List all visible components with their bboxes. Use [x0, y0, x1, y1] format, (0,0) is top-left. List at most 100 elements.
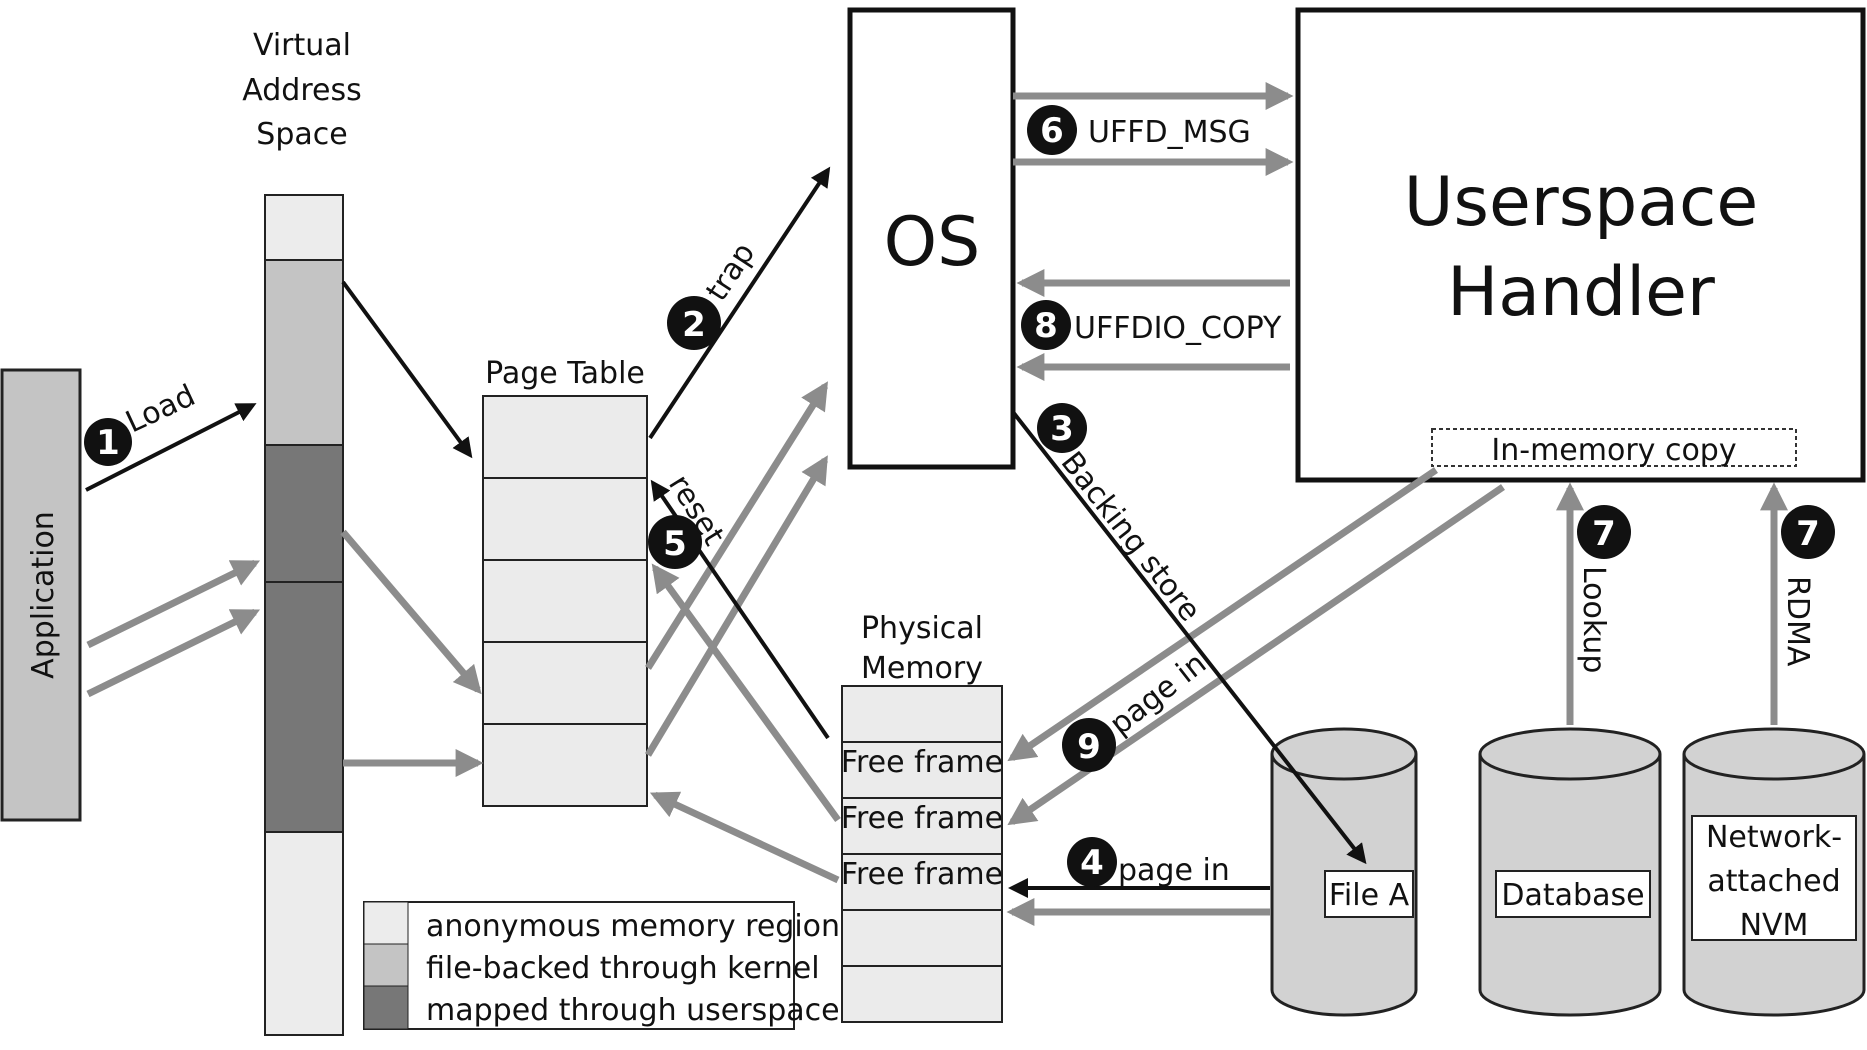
legend-label-userspace: mapped through userspace	[426, 993, 840, 1028]
virtual-address-space-column	[264, 194, 344, 1036]
step-4-number: 4	[1080, 843, 1104, 883]
database-label-box	[1495, 870, 1651, 918]
step-9-circle	[1062, 718, 1116, 772]
arrow-vas-to-pt-1	[340, 529, 482, 695]
free-frame-label: Free frame	[841, 857, 1003, 892]
step-1-label: Load	[121, 378, 201, 440]
legend-swatch-anonymous	[363, 901, 409, 945]
file-a-cylinder: File A	[1270, 727, 1418, 1017]
step-7-rdma-label: RDMA	[1780, 576, 1815, 667]
step-6-circle	[1027, 105, 1077, 155]
vas-title-line-2: Address	[242, 73, 361, 108]
arrow-frame-to-pt-1	[651, 563, 841, 823]
nvm-cylinder-top	[1682, 727, 1866, 781]
vas-region-file-backed	[264, 259, 344, 446]
memory-frame	[841, 685, 1003, 743]
vas-region-userspace-2	[264, 581, 344, 833]
step-7-rdma: 7 RDMA	[1780, 505, 1835, 667]
step-3-number: 3	[1050, 409, 1074, 449]
step-6-number: 6	[1040, 111, 1064, 151]
page-table-entry	[482, 723, 648, 807]
arrow-load	[85, 403, 257, 492]
arrow-backing-store	[1011, 410, 1367, 865]
nvm-cylinder: Network- attached NVM	[1682, 727, 1866, 1017]
memory-frame	[841, 965, 1003, 1023]
nvm-label-line-1: Network-	[1706, 820, 1842, 855]
physical-memory-line-2: Memory	[861, 651, 983, 686]
step-8-number: 8	[1034, 306, 1058, 346]
step-3-label: Backing store	[1054, 445, 1208, 628]
step-7-rdma-circle	[1781, 505, 1835, 559]
step-8: 8 UFFDIO_COPY	[1021, 300, 1282, 350]
step-5-number: 5	[663, 524, 687, 564]
nvm-label-box	[1691, 815, 1857, 941]
page-table-title: Page Table	[485, 356, 645, 391]
arrow-vas-to-pt-black	[341, 280, 473, 459]
database-cylinder: Database	[1478, 727, 1662, 1017]
step-7-rdma-number: 7	[1796, 514, 1820, 554]
step-8-circle	[1021, 300, 1071, 350]
userspace-handler-rect	[1295, 7, 1866, 483]
database-cylinder-top	[1478, 727, 1662, 781]
step-3: 3 Backing store	[1037, 403, 1207, 628]
arrow-app-to-vas-2	[86, 608, 261, 698]
physical-memory: Free frame Free frame Free frame	[841, 685, 1003, 1023]
step-8-label: UFFDIO_COPY	[1074, 311, 1282, 346]
physical-memory-title: Physical Memory	[861, 611, 983, 686]
step-7-lookup-number: 7	[1592, 514, 1616, 554]
free-frame-2	[841, 797, 1003, 855]
application-box: Application	[0, 368, 82, 822]
in-memory-copy-box	[1431, 428, 1797, 467]
arrow-trap	[648, 166, 831, 440]
step-1-number: 1	[96, 423, 120, 463]
step-7-lookup-circle	[1577, 505, 1631, 559]
arrow-frame-to-pt-2	[649, 791, 840, 884]
arrow-app-to-vas-1	[86, 559, 261, 649]
step-2-circle	[667, 296, 721, 350]
virtual-address-space-title: Virtual Address Space	[242, 28, 361, 152]
arrow-copy-to-frame-1	[1007, 467, 1438, 762]
step-7-lookup: 7 Lookup	[1576, 505, 1631, 673]
step-4: 4 page in	[1067, 837, 1230, 888]
step-5-circle	[648, 515, 702, 569]
step-6-label: UFFD_MSG	[1088, 115, 1251, 150]
arrow-pt-to-os-1	[645, 381, 828, 670]
step-7-lookup-label: Lookup	[1576, 566, 1611, 673]
page-table-entry	[482, 559, 648, 643]
free-frame-label: Free frame	[841, 801, 1003, 836]
step-2-number: 2	[682, 305, 706, 345]
application-rect	[0, 368, 82, 822]
userspace-handler-box: Userspace Handler In-memory copy	[1295, 7, 1866, 483]
vas-region-userspace-1	[264, 444, 344, 583]
step-1: 1 Load	[84, 378, 201, 466]
os-rect	[847, 7, 1016, 470]
step-4-label: page in	[1118, 853, 1230, 888]
userspace-handler-line-1: Userspace	[1404, 163, 1758, 242]
legend-label-anonymous: anonymous memory region	[426, 909, 840, 944]
page-table-entry	[482, 395, 648, 479]
step-6: 6 UFFD_MSG	[1027, 105, 1251, 155]
file-a-cylinder-top	[1270, 727, 1418, 781]
step-2-label: trap	[699, 237, 762, 308]
page-table-entry	[482, 477, 648, 561]
page-table	[482, 395, 648, 807]
legend-frame	[363, 901, 795, 1030]
page-table-entry	[482, 641, 648, 725]
legend: anonymous memory region file-backed thro…	[363, 901, 840, 1030]
legend-label-file-backed: file-backed through kernel	[426, 951, 820, 986]
gray-arrows	[86, 82, 1788, 926]
nvm-label-line-3: NVM	[1740, 908, 1809, 943]
vas-region-anonymous-top	[264, 194, 344, 261]
file-a-label-box	[1324, 870, 1414, 918]
in-memory-copy-label: In-memory copy	[1491, 433, 1736, 468]
step-3-circle	[1037, 403, 1087, 453]
physical-memory-line-1: Physical	[861, 611, 983, 646]
memory-frame	[841, 909, 1003, 967]
vas-title-line-3: Space	[256, 117, 347, 152]
vas-region-anonymous-bottom	[264, 831, 344, 1036]
file-a-label: File A	[1329, 878, 1410, 913]
vas-title-line-1: Virtual	[253, 28, 351, 63]
os-label: OS	[884, 203, 981, 282]
nvm-label-line-2: attached	[1707, 864, 1840, 899]
application-label: Application	[26, 511, 61, 679]
